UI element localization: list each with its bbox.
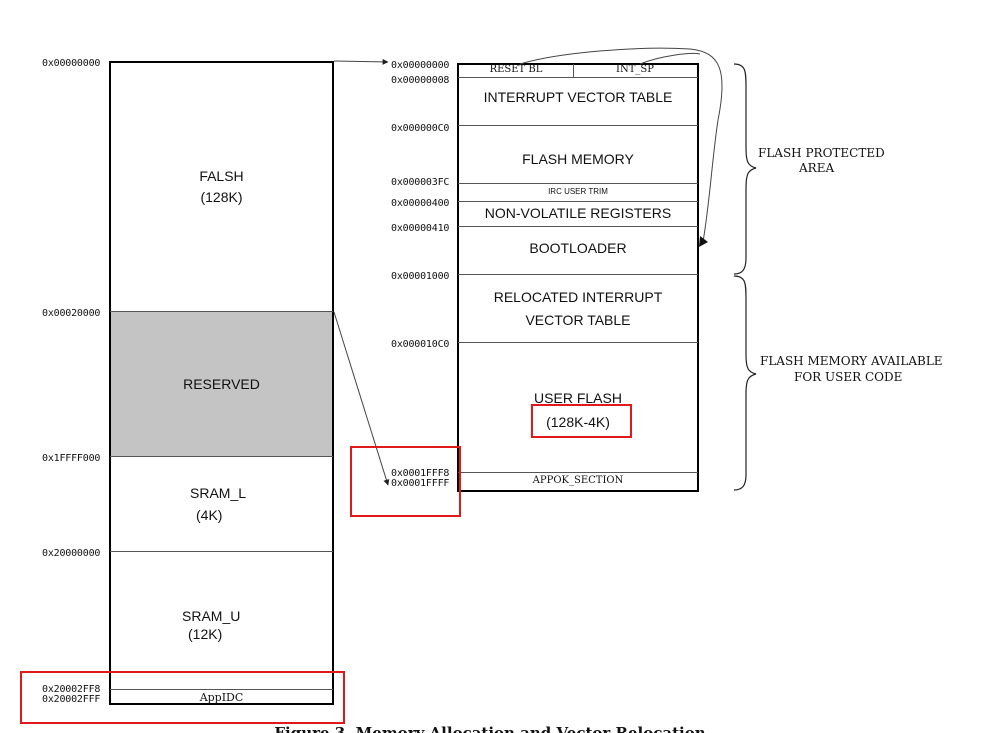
right-divider-flash — [458, 183, 698, 184]
addr-left-2: 0x1FFFF000 — [42, 453, 101, 464]
ivt-label: INTERRUPT VECTOR TABLE — [483, 89, 673, 105]
user-code-brace — [733, 275, 757, 491]
left-divider-1 — [110, 311, 333, 312]
highlight-appidc-address — [20, 671, 345, 724]
addr-left-1: 0x00020000 — [42, 308, 101, 319]
addr-left-5: 0x20002FFF — [42, 694, 101, 705]
irc-user-trim-label: IRC USER TRIM — [548, 187, 608, 196]
addr-right-7: 0x000010C0 — [391, 339, 450, 350]
flash-label: FALSH — [199, 168, 244, 184]
addr-right-9: 0x0001FFFF — [391, 478, 450, 489]
user-code-label-1: FLASH MEMORY AVAILABLE — [760, 354, 943, 368]
addr-right-6: 0x00001000 — [391, 271, 450, 282]
appidc-label: AppIDC — [199, 691, 244, 704]
sram-u-size-label: (12K) — [188, 626, 223, 642]
left-divider-4 — [110, 689, 333, 690]
right-divider-ivt — [458, 125, 698, 126]
addr-right-4: 0x00000400 — [391, 198, 450, 209]
nvr-label: NON-VOLATILE REGISTERS — [484, 205, 672, 221]
bootloader-arrowhead — [699, 236, 708, 247]
sram-l-size-label: (4K) — [196, 507, 223, 523]
addr-right-0: 0x00000000 — [391, 60, 450, 71]
flash-protected-area-label: AREA — [799, 161, 835, 175]
int-sp-cell: INT_SP — [616, 64, 654, 75]
sram-u-label: SRAM_U — [182, 608, 241, 624]
highlight-user-flash-size — [531, 404, 632, 438]
highlight-appok-address — [350, 446, 461, 517]
reserved-region — [111, 312, 332, 456]
flash-size-label: (128K) — [200, 189, 243, 205]
figure-caption: Figure 3. Memory Allocation and Vector R… — [274, 724, 706, 733]
addr-left-4: 0x20002FF8 — [42, 684, 101, 695]
right-divider-rel — [458, 342, 698, 343]
relocated-ivt-label-2: VECTOR TABLE — [525, 312, 631, 328]
addr-left-0: 0x00000000 — [42, 58, 101, 69]
right-divider-user — [458, 472, 698, 473]
right-divider-boot — [458, 274, 698, 275]
flash-memory-label: FLASH MEMORY — [522, 151, 634, 167]
addr-right-8: 0x0001FFF8 — [391, 468, 450, 479]
addr-right-2: 0x000000C0 — [391, 123, 450, 134]
relocated-ivt-label-1: RELOCATED INTERRUPT — [493, 289, 663, 305]
addr-right-3: 0x000003FC — [391, 177, 450, 188]
user-flash-size-label: (128K-4K) — [546, 414, 610, 430]
addr-right-1: 0x00000008 — [391, 75, 450, 86]
left-divider-2 — [110, 456, 333, 457]
flash-protected-label: FLASH PROTECTED — [758, 146, 885, 160]
right-divider-nvr — [458, 226, 698, 227]
addr-left-3: 0x20000000 — [42, 548, 101, 559]
flash-protected-brace — [733, 63, 757, 275]
user-code-label-2: FOR USER CODE — [794, 370, 903, 384]
user-flash-label: USER FLASH — [534, 390, 622, 406]
right-top-row-line — [458, 77, 698, 78]
reserved-label: RESERVED — [183, 376, 260, 392]
appok-section-label: APPOK_SECTION — [532, 475, 624, 486]
reset-bl-cell: RESET BL — [489, 64, 543, 75]
bootloader-label: BOOTLOADER — [529, 240, 627, 256]
arrow-top-mapping — [333, 58, 389, 65]
right-divider-irc — [458, 201, 698, 202]
sram-l-label: SRAM_L — [190, 485, 247, 501]
addr-right-5: 0x00000410 — [391, 223, 450, 234]
left-divider-3 — [110, 551, 333, 552]
